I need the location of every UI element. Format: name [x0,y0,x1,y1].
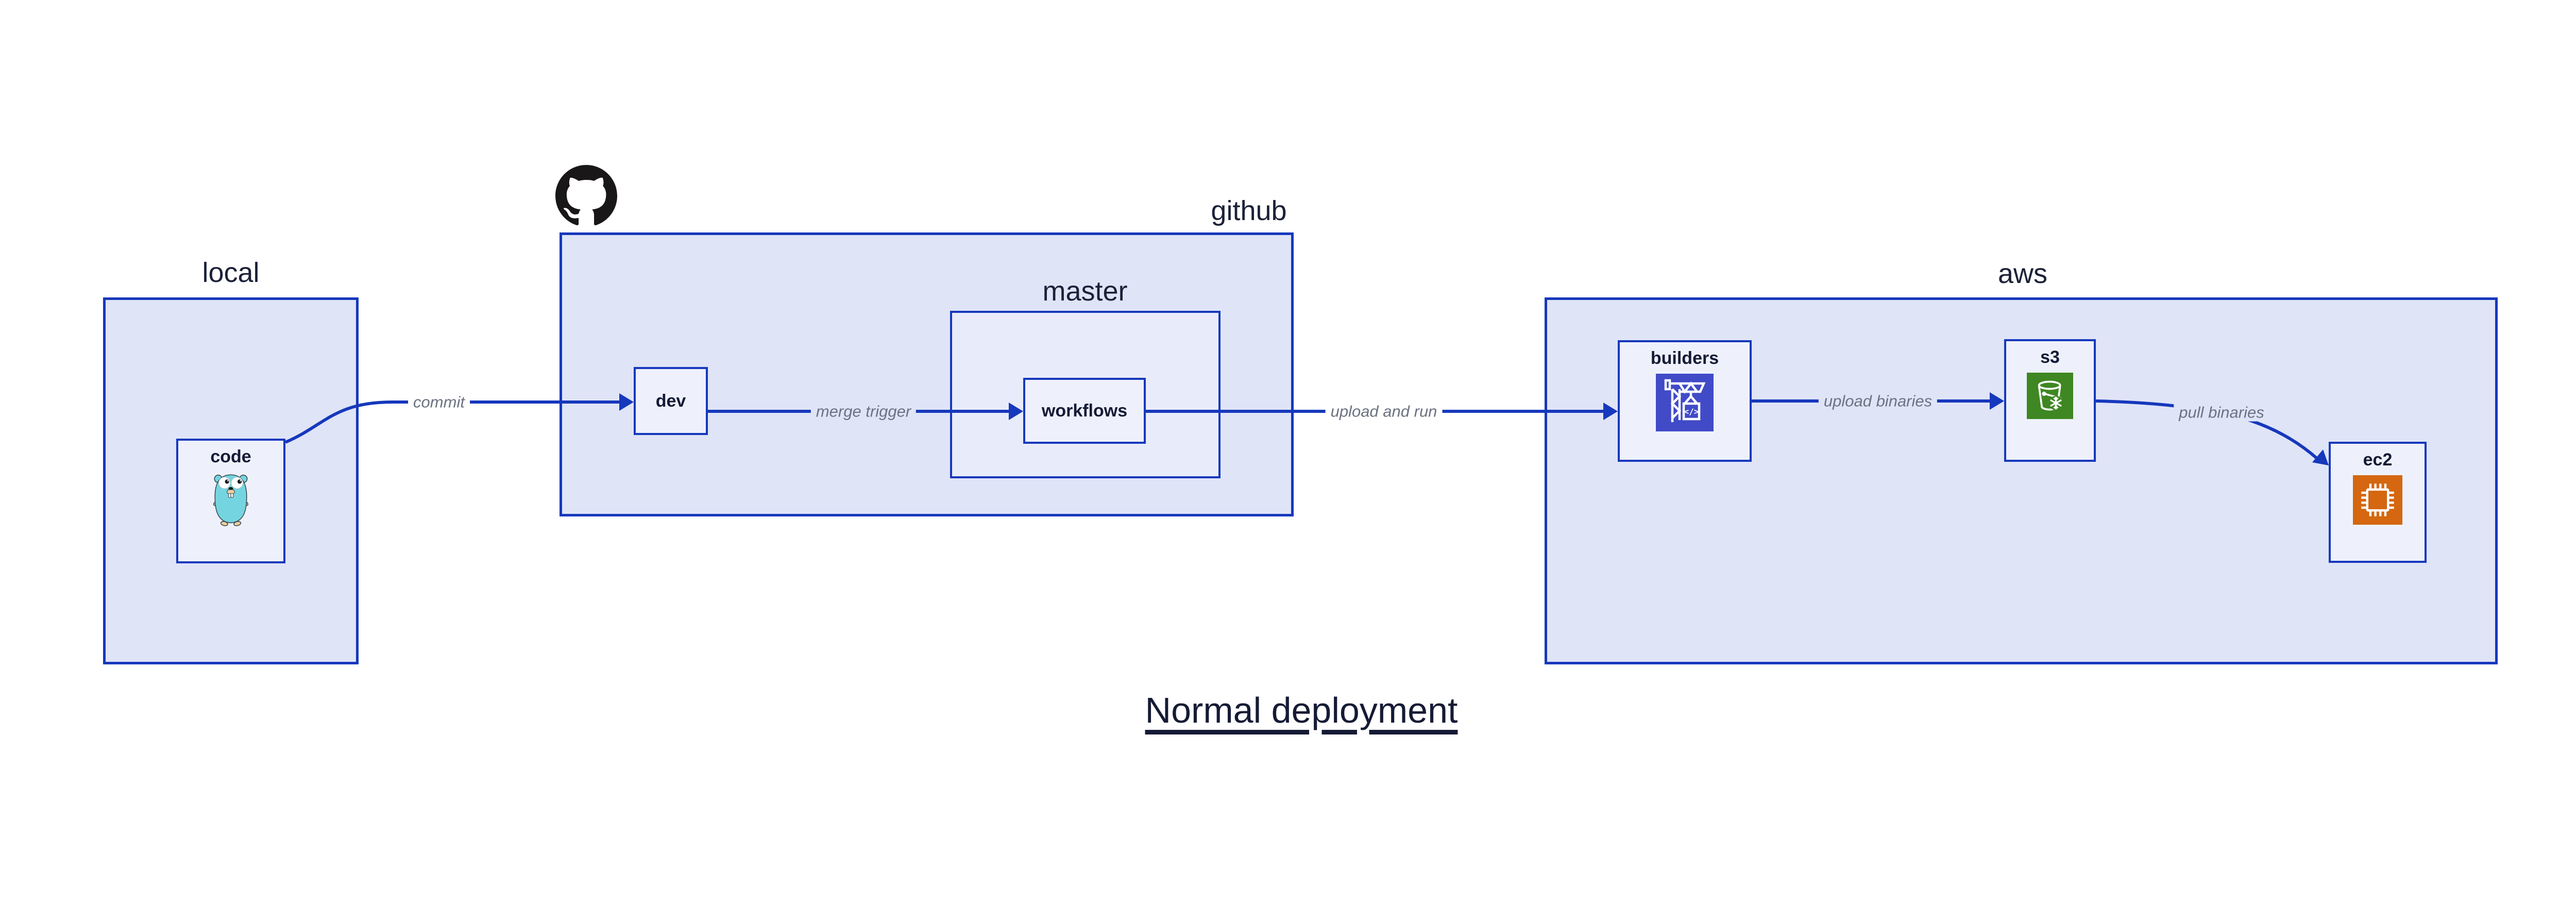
s3-node-label: s3 [2040,347,2060,367]
builders-node: builders </> [1618,340,1752,462]
local-container-label: local [202,257,260,288]
master-branch-label: master [1042,276,1128,307]
commit-edge-label: commit [408,393,470,411]
octocat-icon [555,165,617,226]
upload-and-run-edge-label: upload and run [1325,402,1443,421]
workflows-node-label: workflows [1041,400,1128,421]
upload-binaries-edge-label: upload binaries [1818,392,1938,410]
ec2-node-label: ec2 [2363,450,2393,470]
merge-trigger-edge-label: merge trigger [810,402,917,421]
workflows-node: workflows [1023,378,1146,444]
pull-binaries-edge-label: pull binaries [2174,403,2269,422]
dev-node-label: dev [655,391,686,411]
s3-node: s3 [2004,339,2096,462]
ec2-node: ec2 [2329,442,2427,563]
ec2-chip-icon [2353,475,2402,525]
svg-text:</>: </> [1684,407,1699,416]
go-gopher-icon [211,472,251,527]
aws-container-label: aws [1997,258,2048,289]
diagram-title: Normal deployment [1145,690,1458,730]
builders-node-label: builders [1650,348,1719,368]
github-container-label: github [1211,195,1287,226]
code-node: code [176,439,285,563]
code-node-label: code [210,447,251,466]
crane-build-icon: </> [1656,374,1714,431]
s3-bucket-snowflake-icon [2027,373,2073,419]
dev-node: dev [634,367,708,435]
